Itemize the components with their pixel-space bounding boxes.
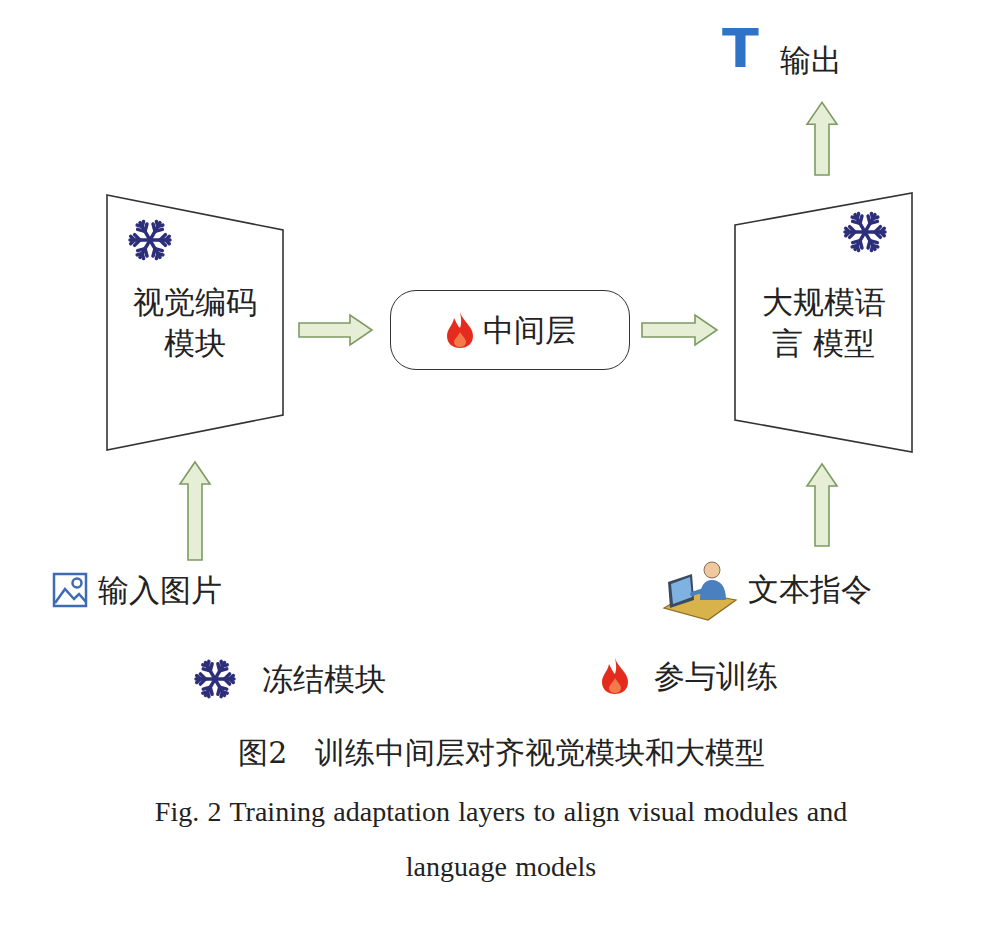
legend-text: 冻结模块	[262, 659, 386, 699]
input-image-node: 输入图片	[52, 570, 222, 610]
flame-icon	[602, 658, 628, 694]
trapezoid-outline	[107, 195, 283, 450]
english-caption: Fig. 2 Training adaptation layers to ali…	[146, 784, 856, 894]
node-text: 中间层	[483, 310, 576, 350]
node-text: 文本指令	[748, 569, 872, 609]
flame-icon	[447, 312, 473, 348]
legend-flame	[600, 657, 630, 695]
legend-entry: 冻结模块	[192, 656, 386, 702]
vision-encoder-trapezoid: 视觉编码 模块	[107, 195, 283, 450]
block-arrow	[807, 102, 837, 175]
node-text: 输出	[780, 40, 842, 80]
legend-snowflake	[192, 656, 238, 702]
text-instruction-node: 文本指令	[662, 556, 872, 622]
block-arrow	[299, 315, 372, 345]
image-icon	[52, 572, 88, 608]
node-text: 输入图片	[98, 570, 222, 610]
figure-caption: 图2 训练中间层对齐视觉模块和大模型	[0, 733, 1003, 774]
block-arrow	[642, 315, 717, 345]
snowflake-icon	[196, 661, 234, 696]
llm-trapezoid: 大规模语言 模型	[735, 193, 912, 452]
adapter-layer-box: 中间层	[390, 290, 630, 370]
block-arrow	[807, 464, 837, 546]
node-text: 大规模语言 模型	[752, 282, 895, 363]
trapezoid-outline	[735, 193, 912, 452]
node-text: 视觉编码 模块	[124, 282, 267, 363]
legend-entry: 参与训练	[600, 656, 778, 696]
legend-text: 参与训练	[654, 656, 778, 696]
snowflake-icon	[845, 213, 885, 250]
snowflake-icon	[130, 221, 170, 258]
person-computer-icon	[662, 556, 738, 622]
block-arrow	[180, 462, 210, 560]
output-node: 输出	[780, 40, 842, 80]
flame-icon	[445, 312, 475, 348]
output-t-icon: T	[722, 22, 759, 76]
